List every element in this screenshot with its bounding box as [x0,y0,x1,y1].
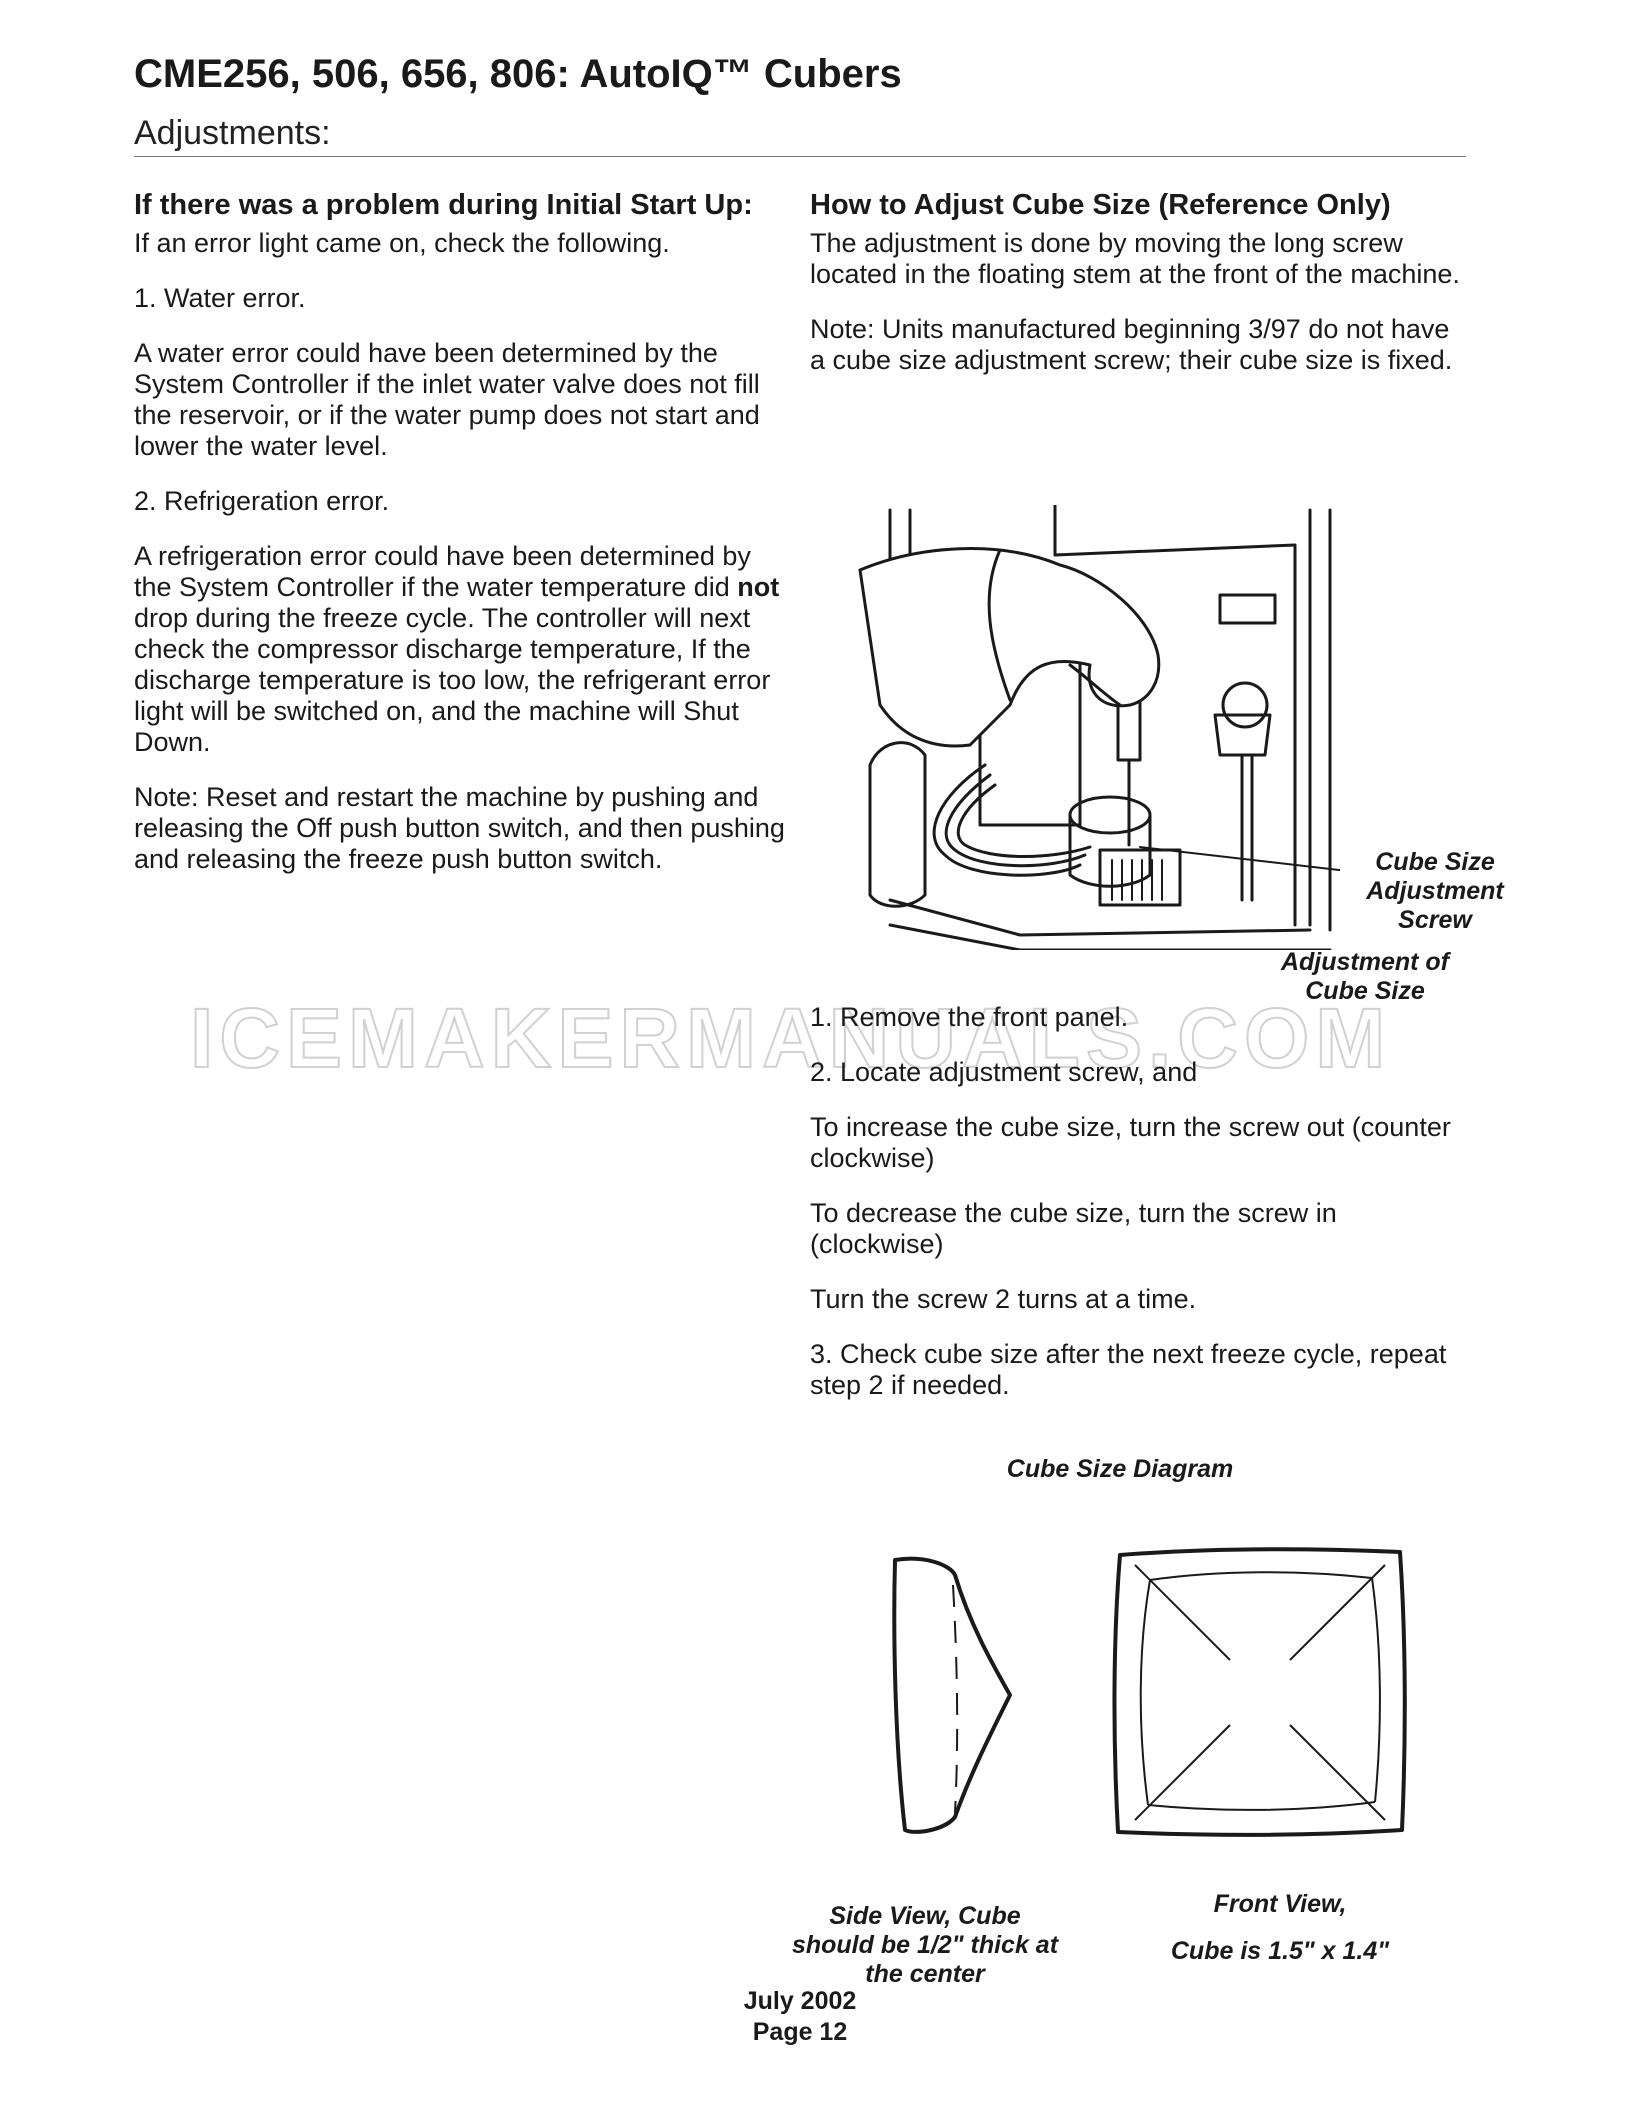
page-title: CME256, 506, 656, 806: AutoIQ™ Cubers [134,52,902,96]
page-footer: July 2002 Page 12 [720,1986,880,2048]
refrigeration-text-b: drop during the freeze cycle. The contro… [134,603,771,757]
water-error-item: 1. Water error. [134,283,306,313]
adjustment-note: Note: Units manufactured beginning 3/97 … [810,314,1453,375]
right-column: How to Adjust Cube Size (Reference Only)… [810,188,1470,400]
front-view-caption-line2: Cube is 1.5" x 1.4" [1170,1937,1390,1965]
left-heading: If there was a problem during Initial St… [134,189,753,221]
step-2: 2. Locate adjustment screw, and [810,1057,1198,1087]
adjustment-figure-caption: Adjustment of Cube Size [1280,948,1450,1005]
section-subtitle: Adjustments: [134,114,331,152]
water-error-text: A water error could have been determined… [134,338,760,461]
refrigeration-error-text: A refrigeration error could have been de… [134,541,794,758]
increase-instruction: To increase the cube size, turn the scre… [810,1112,1451,1173]
step-3: 3. Check cube size after the next freeze… [810,1339,1447,1400]
refrigeration-text-bold: not [737,572,780,602]
step-1: 1. Remove the front panel. [810,1002,1129,1032]
footer-date: July 2002 [743,1987,857,2015]
adjustment-steps: 1. Remove the front panel. 2. Locate adj… [810,1002,1470,1425]
adjustment-description: The adjustment is done by moving the lon… [810,228,1460,289]
cube-side-view-icon [892,1556,1012,1834]
footer-page-number: Page 12 [752,2018,848,2046]
left-intro: If an error light came on, check the fol… [134,228,670,258]
refrigeration-text-a: A refrigeration error could have been de… [134,541,751,602]
refrigeration-error-item: 2. Refrigeration error. [134,486,390,516]
decrease-instruction: To decrease the cube size, turn the scre… [810,1198,1337,1259]
cube-diagram-title: Cube Size Diagram [1006,1455,1234,1483]
adjustment-screw-callout: Cube Size Adjustment Screw [1366,848,1504,934]
front-view-caption-line1: Front View, [1213,1890,1347,1918]
turns-instruction: Turn the screw 2 turns at a time. [810,1284,1197,1314]
left-column: If there was a problem during Initial St… [134,188,794,899]
cube-front-view-icon [1112,1547,1407,1837]
header-divider [134,156,1466,157]
right-heading: How to Adjust Cube Size (Reference Only) [810,189,1391,221]
side-view-caption: Side View, Cube should be 1/2" thick at … [791,1902,1059,1988]
reset-note: Note: Reset and restart the machine by p… [134,782,785,874]
cube-size-adjustment-illustration [858,505,1340,950]
